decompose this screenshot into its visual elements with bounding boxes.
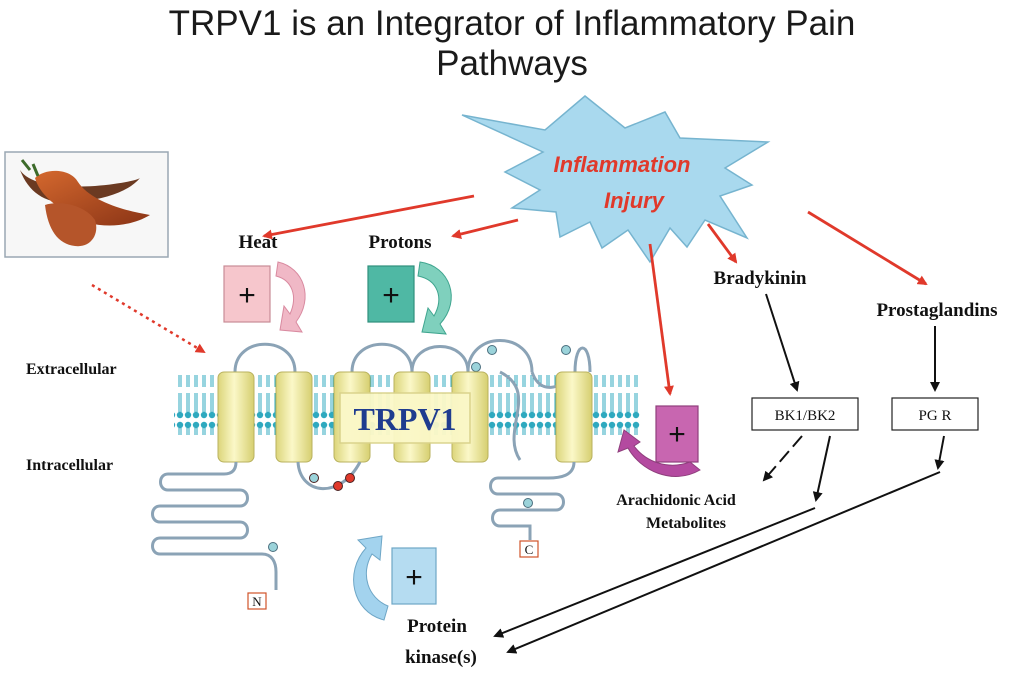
arrow-to-bradykinin <box>706 223 738 264</box>
metabolite-sensitizer: + <box>617 405 701 477</box>
inflammation-arrows <box>262 194 928 396</box>
curved-arrow-icon <box>617 429 701 477</box>
burst-label-line2: Injury <box>604 188 666 213</box>
trpv1-label: TRPV1 <box>353 401 456 437</box>
n-terminal-tail <box>151 461 278 590</box>
chili-pepper-icon <box>20 159 150 247</box>
curved-arrow-icon <box>353 535 389 621</box>
arrow-to-prostaglandins <box>807 210 928 286</box>
curved-arrow-icon <box>417 261 452 335</box>
pg-to-kinase-arrow-a <box>934 435 945 470</box>
protons-label: Protons <box>369 232 432 253</box>
c-terminus-box <box>519 540 539 558</box>
metabolites-label-line2: Metabolites <box>646 515 726 532</box>
pg-receptor-label: PG R <box>919 408 952 424</box>
arrow-to-metabolites <box>648 243 674 396</box>
bk-receptor-label: BK1/BK2 <box>775 408 836 424</box>
c-terminus-label: C <box>525 542 534 557</box>
page-title: TRPV1 is an Integrator of Inflammatory P… <box>168 4 856 43</box>
heat-sensitizer: + <box>223 261 306 333</box>
bk-receptor-box <box>751 397 859 431</box>
metabolite-plus-box <box>655 405 699 463</box>
plus-icon: + <box>382 279 400 312</box>
bk-to-metabolites-arrow <box>762 435 803 482</box>
pepper-to-membrane-arrow <box>91 283 206 354</box>
arrow-to-heat <box>262 194 475 240</box>
intracellular-label: Intracellular <box>26 457 113 474</box>
n-tail-site <box>268 542 278 552</box>
intracellular-loop <box>296 461 362 491</box>
n-terminus-label: N <box>252 594 262 609</box>
metabolites-label-line1: Arachidonic Acid <box>616 492 736 509</box>
kinase-label-line1: Protein <box>407 616 467 637</box>
page-title-line2: Pathways <box>436 44 588 83</box>
protons-plus-box <box>367 265 415 323</box>
kinase-sensitizer: + <box>353 535 437 621</box>
plus-icon: + <box>238 279 256 312</box>
phosphorylation-sites <box>309 473 355 491</box>
plus-icon: + <box>668 418 686 451</box>
burst-label-line1: Inflammation <box>554 152 691 177</box>
plus-icon: + <box>405 561 423 594</box>
extracellular-label: Extracellular <box>26 361 117 378</box>
c-terminal-tail <box>489 461 576 540</box>
bk-to-kinase-arrow-b <box>493 507 816 638</box>
trpv1-label-box <box>339 392 471 444</box>
chili-pepper-photo <box>4 151 169 258</box>
n-terminus-box <box>247 592 267 610</box>
kinase-plus-box <box>391 547 437 605</box>
bk-to-kinase-arrow-a <box>812 435 831 502</box>
heat-label: Heat <box>238 232 278 253</box>
bradykinin-label: Bradykinin <box>714 268 807 289</box>
bradykinin-to-bk-arrow <box>765 293 800 392</box>
arrow-to-protons <box>451 218 519 239</box>
curved-arrow-icon <box>275 261 306 333</box>
loop-sites <box>471 345 571 372</box>
pg-to-kinase-arrow-b <box>506 471 941 654</box>
signaling-arrows <box>493 293 945 654</box>
kinase-label-line2: kinase(s) <box>405 647 477 668</box>
pg-receptor-box <box>891 397 979 431</box>
protons-sensitizer: + <box>367 261 452 335</box>
heat-plus-box <box>223 265 271 323</box>
c-tail-site <box>523 498 533 508</box>
prostaglandins-label: Prostaglandins <box>876 300 997 321</box>
inflammation-burst <box>461 95 771 264</box>
